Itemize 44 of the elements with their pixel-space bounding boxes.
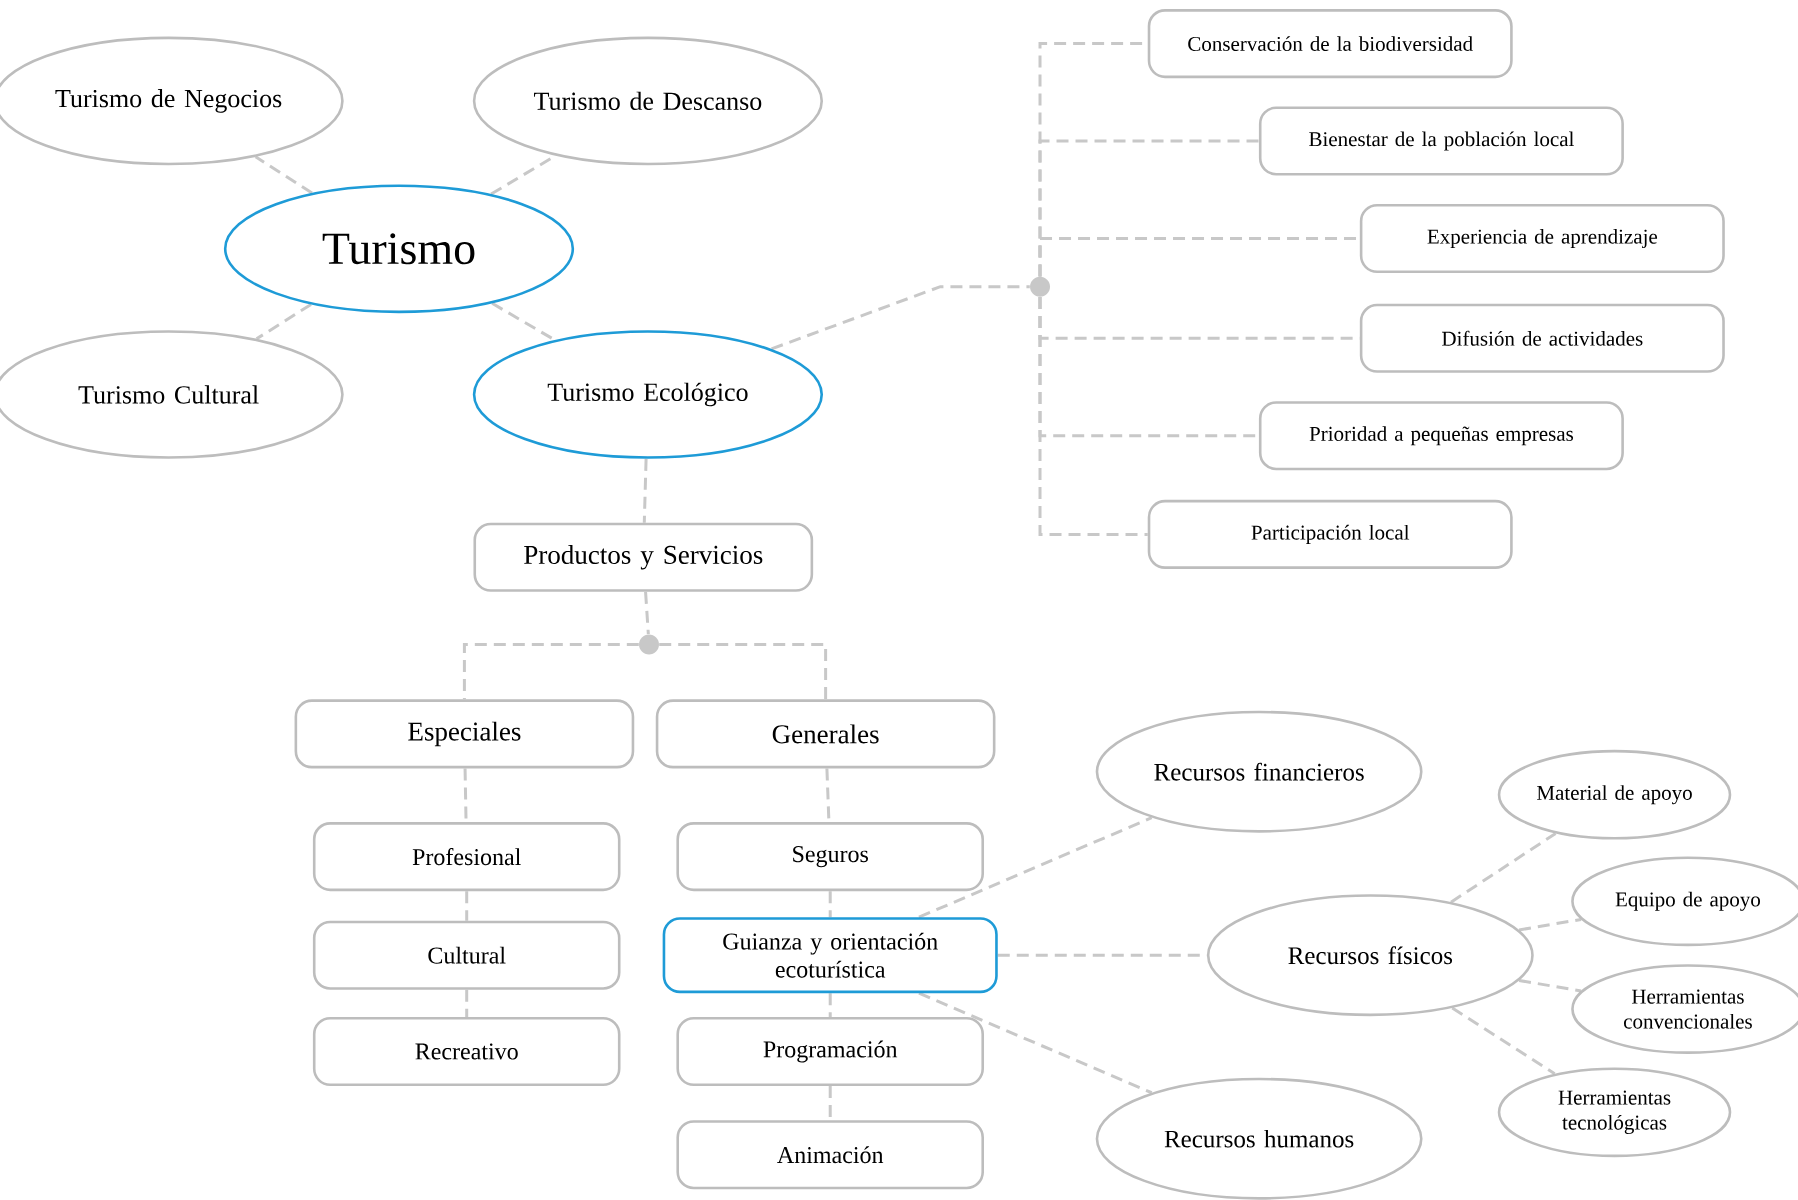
rounded-box: Bienestar de la población local bbox=[1258, 106, 1624, 176]
ellipse-node: Recursos físicos bbox=[1206, 894, 1534, 1017]
connector bbox=[771, 285, 1030, 351]
connector bbox=[1518, 978, 1582, 993]
connector bbox=[1038, 296, 1148, 536]
connector bbox=[254, 155, 313, 195]
rounded-box: Difusión de actividades bbox=[1359, 303, 1725, 373]
connector bbox=[1451, 1006, 1556, 1076]
connector bbox=[1450, 832, 1557, 904]
connector bbox=[255, 303, 312, 341]
ellipse-node: Turismo bbox=[223, 184, 575, 314]
rounded-box: Profesional bbox=[312, 822, 621, 892]
junction-dot bbox=[1030, 276, 1050, 297]
connector bbox=[465, 891, 469, 921]
ellipse-node: Turismo Ecológico bbox=[472, 330, 823, 459]
rounded-box: Experiencia de aprendizaje bbox=[1359, 203, 1725, 274]
rounded-box: Recreativo bbox=[312, 1016, 621, 1087]
rounded-box: Especiales bbox=[294, 699, 635, 769]
ellipse-node: Recursos humanos bbox=[1095, 1077, 1423, 1200]
connector bbox=[1518, 917, 1582, 932]
rounded-box: Seguros bbox=[676, 822, 984, 892]
rounded-box: Cultural bbox=[312, 920, 621, 990]
rounded-box: Generales bbox=[655, 699, 996, 769]
ellipse-node: Recursos financieros bbox=[1095, 710, 1423, 833]
connector bbox=[828, 993, 832, 1017]
connector bbox=[644, 591, 650, 635]
ellipse-node: Material de apoyo bbox=[1497, 749, 1732, 840]
ellipse-node: Turismo de Descanso bbox=[472, 36, 823, 166]
connector bbox=[828, 891, 832, 918]
rounded-box: Participación local bbox=[1147, 499, 1513, 569]
ellipse-node: Herramientas tecnológicas bbox=[1497, 1067, 1732, 1158]
rounded-box: Guianza y orientación ecoturística bbox=[662, 917, 998, 994]
rounded-box: Productos y Servicios bbox=[473, 522, 814, 592]
rounded-box: Conservación de la biodiversidad bbox=[1147, 9, 1513, 79]
rounded-box: Animación bbox=[676, 1120, 984, 1190]
connector bbox=[918, 991, 1153, 1095]
rounded-box: Programación bbox=[676, 1016, 984, 1087]
connector bbox=[462, 642, 639, 700]
connector bbox=[659, 642, 828, 700]
connector bbox=[465, 989, 469, 1017]
connector bbox=[642, 458, 648, 523]
rounded-box: Prioridad a pequeñas empresas bbox=[1258, 401, 1624, 471]
junction-dot bbox=[639, 634, 659, 655]
connector bbox=[918, 816, 1153, 919]
